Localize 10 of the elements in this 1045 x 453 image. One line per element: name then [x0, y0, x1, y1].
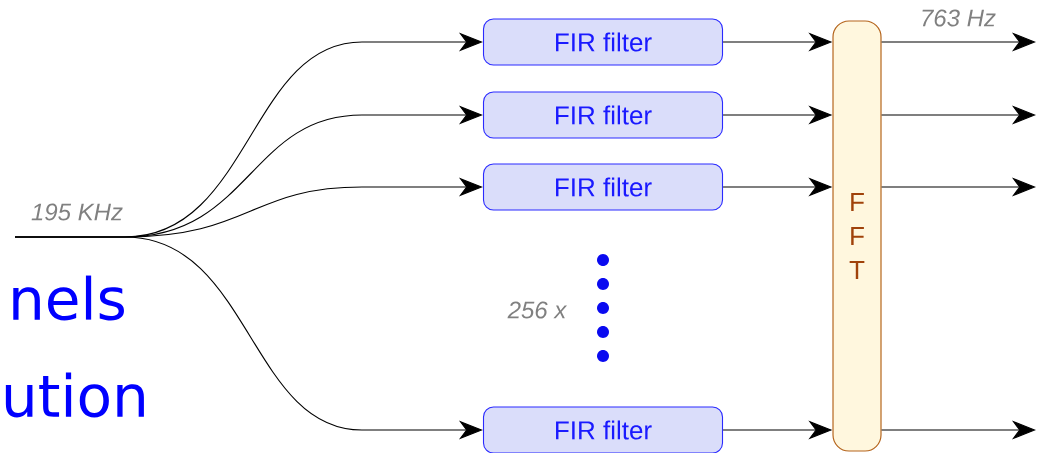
filter-box: FIR filter	[482, 163, 724, 211]
filter-box: FIR filter	[482, 91, 724, 139]
count-label: 256 x	[507, 301, 568, 319]
edge-label: 763 Hz	[919, 8, 998, 28]
heading-text: nels	[13, 275, 124, 321]
fft-block: F F T	[832, 20, 882, 452]
filter-box: FIR filter	[482, 406, 724, 453]
heading-text: ution	[5, 372, 144, 418]
filter-box: FIR filter	[482, 18, 724, 66]
frequency-label: 195 KHz	[31, 203, 123, 221]
